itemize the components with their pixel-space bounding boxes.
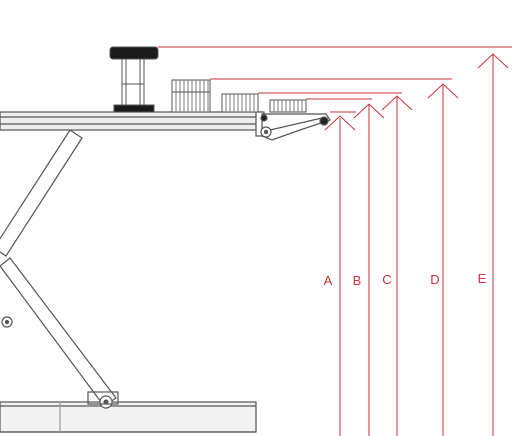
scissor-lift: [0, 111, 331, 433]
adapter-block-large: [171, 79, 211, 113]
adapter-pad-low: [269, 99, 307, 113]
adapter-block-medium: [221, 93, 259, 113]
platform: [0, 111, 265, 137]
dimension-c: [381, 95, 413, 436]
dimension-d: [427, 83, 459, 436]
label-b: B: [353, 273, 362, 288]
label-d: D: [430, 272, 439, 287]
label-a: A: [324, 273, 333, 288]
dimension-e: [477, 53, 509, 436]
scissor-arms: [0, 129, 119, 409]
dimension-lines: [158, 46, 512, 436]
adapter-tall: [109, 46, 159, 113]
dimension-a: [324, 115, 356, 436]
lifting-adapters: [109, 46, 307, 113]
label-e: E: [478, 271, 487, 286]
base-frame: [0, 401, 257, 433]
platform-flap: [260, 113, 331, 141]
dimension-b: [353, 103, 385, 436]
label-c: C: [382, 272, 391, 287]
